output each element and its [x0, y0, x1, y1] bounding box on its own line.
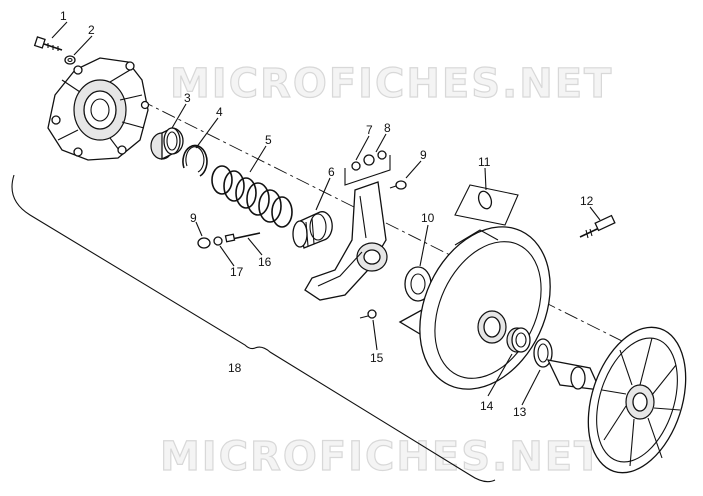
callout-11: 11 — [478, 155, 491, 169]
part-3-bushing — [150, 127, 184, 161]
callout-18: 18 — [228, 361, 242, 375]
callout-4: 4 — [216, 105, 223, 119]
moveable-sheave — [398, 226, 551, 390]
callout-7: 7 — [366, 123, 373, 137]
part-1-bolt — [33, 36, 63, 51]
callout-15: 15 — [370, 351, 384, 365]
callout-1: 1 — [60, 9, 67, 23]
callout-16: 16 — [258, 255, 272, 269]
part-2-washer — [64, 55, 76, 65]
part-9-plug-upper — [389, 180, 407, 190]
watermark-top: MICROFICHES.NET — [170, 61, 613, 107]
callout-9-upper: 9 — [420, 148, 427, 162]
callout-10: 10 — [421, 211, 435, 225]
part-15-nut — [359, 309, 377, 319]
part-9-plug-lower — [197, 237, 211, 249]
part-6-roller — [292, 211, 333, 249]
watermark-bottom: MICROFICHES.NET — [160, 434, 603, 480]
callout-5: 5 — [265, 133, 272, 147]
leader-lines — [51, 21, 601, 406]
callout-9-lower: 9 — [190, 211, 197, 225]
part-14-bushing — [506, 327, 531, 353]
callout-8: 8 — [384, 121, 391, 135]
part-17-washer — [213, 236, 223, 246]
part-16-pin — [224, 232, 261, 243]
cover-plate — [47, 57, 150, 161]
part-4-snap-ring — [182, 144, 208, 177]
callout-2: 2 — [88, 23, 95, 37]
part-7-8-nuts — [344, 150, 391, 186]
callout-17: 17 — [230, 265, 244, 279]
callout-14: 14 — [480, 399, 494, 413]
part-12-pin — [579, 214, 616, 239]
fixed-sheave — [546, 326, 687, 474]
callout-13: 13 — [513, 405, 527, 419]
part-5-spring — [211, 165, 293, 228]
part-11-button — [454, 184, 519, 226]
callout-3: 3 — [184, 91, 191, 105]
callout-12: 12 — [580, 194, 594, 208]
group-bracket-18 — [11, 174, 496, 483]
callout-6: 6 — [328, 165, 335, 179]
spider-arm — [304, 181, 388, 301]
center-axis-line — [139, 99, 641, 351]
